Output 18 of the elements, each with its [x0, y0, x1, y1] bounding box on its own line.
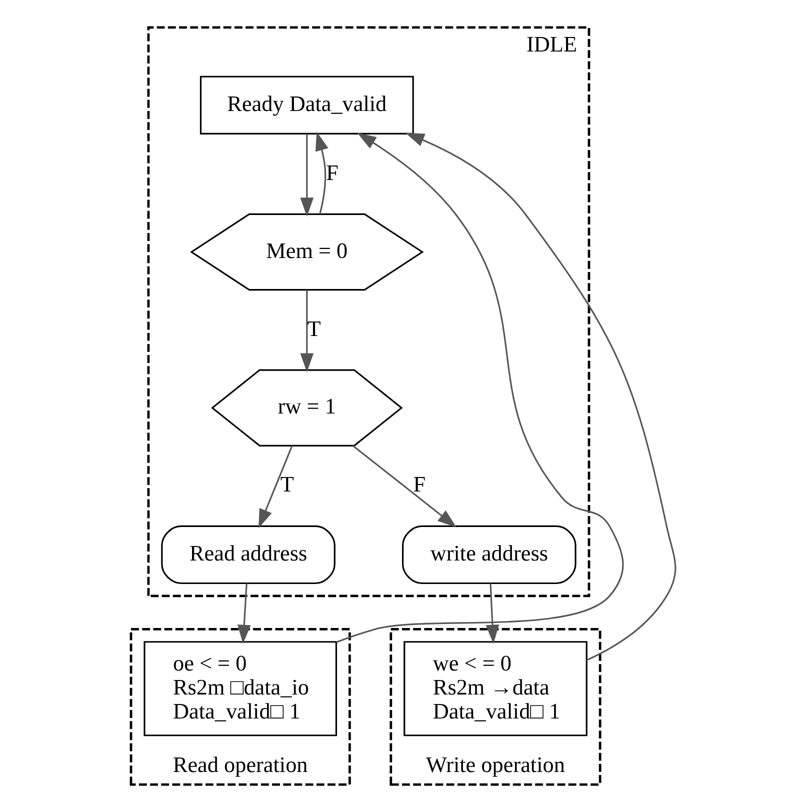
arrow — [258, 445, 292, 528]
arrow — [352, 445, 456, 528]
edge-label: T — [306, 316, 320, 341]
arrow — [236, 583, 250, 644]
arrow — [300, 290, 314, 372]
arrow — [404, 132, 676, 661]
node-box: oe < = 0 Rs2m □data_io Data_valid□ 1 — [143, 641, 337, 736]
edge-label: F — [326, 160, 338, 185]
arrow — [315, 132, 328, 214]
edge-label: T — [280, 472, 294, 497]
node-box: write address — [402, 525, 576, 584]
arrow — [336, 132, 624, 643]
node-box: Ready Data_valid — [199, 76, 414, 134]
node-box: Read address — [160, 525, 335, 584]
node-box: we < = 0 Rs2m →data Data_valid□ 1 — [403, 641, 587, 736]
arrow — [300, 134, 314, 217]
edge-label: F — [412, 472, 426, 497]
arrow — [485, 583, 499, 644]
